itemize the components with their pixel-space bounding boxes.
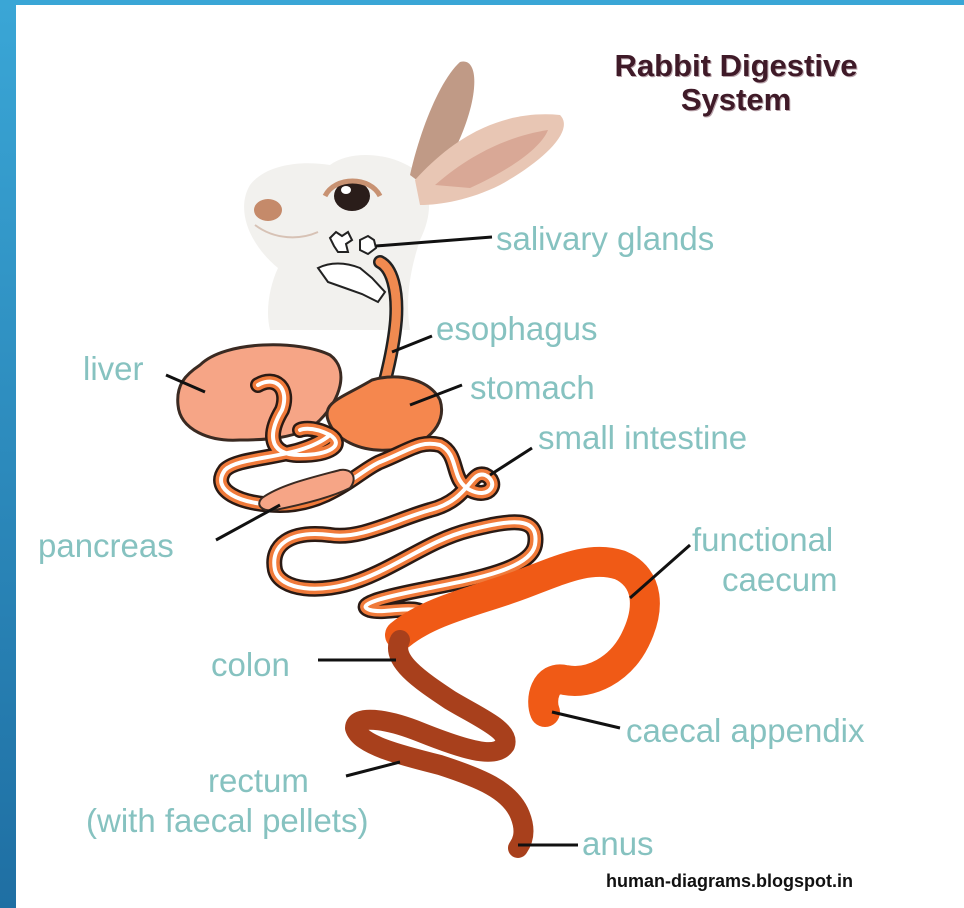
title-line-2: System [556,83,916,117]
label-anus: anus [582,825,654,863]
diagram-canvas: Rabbit Digestive System salivary glands … [16,5,964,908]
label-esophagus: esophagus [436,310,597,348]
label-salivary-glands: salivary glands [496,220,714,258]
rabbit-head-illustration [244,62,564,330]
colon-tube [355,640,523,848]
label-caecal-appendix: caecal appendix [626,712,865,750]
label-colon: colon [211,646,290,684]
label-functional-caecum-line-1: functional [692,521,833,559]
label-pancreas: pancreas [38,527,174,565]
title-line-1: Rabbit Digestive [556,49,916,83]
diagram-title: Rabbit Digestive System [556,49,916,117]
label-rectum-line-1: rectum [208,762,309,800]
label-liver: liver [83,350,144,388]
label-small-intestine: small intestine [538,419,747,457]
label-stomach: stomach [470,369,595,407]
source-credit: human-diagrams.blogspot.in [606,871,853,892]
label-functional-caecum-line-2: caecum [722,561,838,599]
label-rectum-line-2: (with faecal pellets) [86,802,368,840]
digestive-illustration [16,5,964,908]
